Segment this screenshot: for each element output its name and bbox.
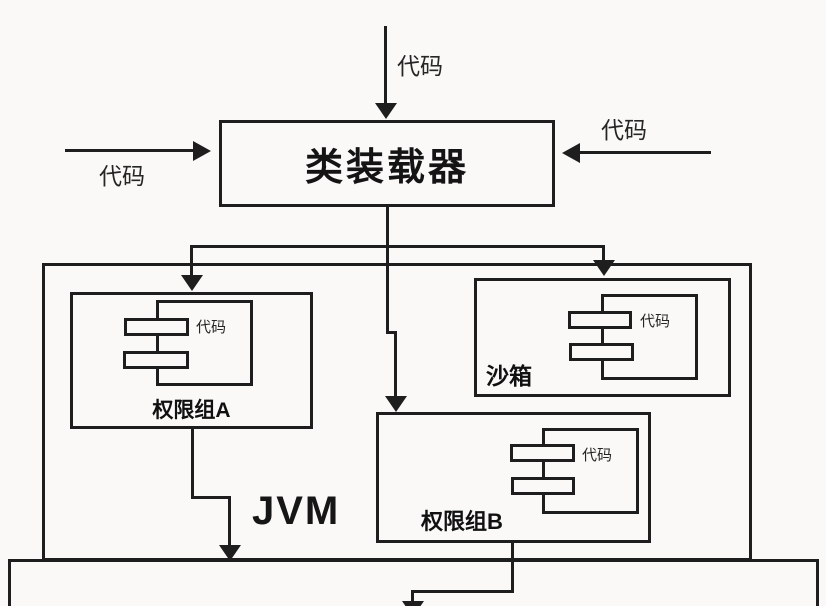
permission-group-b-title: 权限组B bbox=[421, 509, 503, 534]
jvm-title: JVM bbox=[252, 489, 341, 533]
branch-to-group-a-line bbox=[190, 245, 193, 277]
permission-group-b-box: 代码 权限组B bbox=[376, 412, 651, 543]
class-loader-title: 类装载器 bbox=[304, 147, 469, 189]
group-b-output-jog bbox=[411, 590, 514, 593]
right-code-arrow-line bbox=[580, 151, 711, 154]
branch-line bbox=[190, 245, 605, 248]
permission-group-a-title: 权限组A bbox=[152, 399, 231, 422]
component-bar-icon bbox=[510, 444, 575, 462]
sandbox-title: 沙箱 bbox=[486, 363, 532, 389]
component-bar-icon bbox=[123, 351, 189, 369]
component-bar-icon bbox=[124, 318, 189, 336]
class-loader-box: 类装载器 bbox=[219, 120, 555, 207]
group-a-output-line-2 bbox=[228, 496, 231, 548]
component-bar-icon bbox=[511, 477, 575, 495]
sandbox-component-label: 代码 bbox=[640, 313, 671, 330]
component-icon bbox=[542, 428, 639, 514]
group-a-output-jog bbox=[191, 496, 231, 499]
right-code-arrowhead-icon bbox=[562, 143, 580, 163]
group-a-component-label: 代码 bbox=[196, 319, 227, 336]
top-code-label: 代码 bbox=[397, 53, 443, 79]
component-bar-icon bbox=[569, 343, 634, 361]
component-icon bbox=[156, 300, 253, 386]
group-b-arrowhead-icon bbox=[385, 396, 407, 412]
left-code-arrow-line bbox=[65, 149, 195, 152]
branch-to-group-b-line-2 bbox=[394, 331, 397, 399]
group-a-output-arrowhead-icon bbox=[219, 545, 241, 561]
left-code-arrowhead-icon bbox=[193, 141, 211, 161]
classloader-output-line bbox=[386, 205, 389, 248]
left-code-label: 代码 bbox=[99, 163, 145, 189]
group-b-output-line-2 bbox=[411, 590, 414, 604]
branch-to-group-b-line-1 bbox=[386, 245, 389, 334]
right-code-label: 代码 bbox=[601, 117, 647, 143]
top-code-arrowhead-icon bbox=[375, 103, 397, 119]
group-b-output-line-1 bbox=[511, 543, 514, 593]
branch-to-sandbox-line bbox=[602, 245, 605, 262]
group-b-component-label: 代码 bbox=[582, 447, 613, 464]
top-code-arrow-line bbox=[384, 26, 387, 106]
group-b-output-arrowhead-icon bbox=[402, 601, 424, 606]
group-a-output-line-1 bbox=[191, 428, 194, 499]
component-bar-icon bbox=[568, 311, 632, 329]
group-a-arrowhead-icon bbox=[181, 275, 203, 291]
permission-group-a-box: 代码 权限组A bbox=[70, 292, 313, 429]
component-icon bbox=[601, 294, 698, 380]
sandbox-arrowhead-icon bbox=[593, 260, 615, 276]
sandbox-box: 代码 沙箱 bbox=[474, 278, 731, 397]
branch-to-group-b-jog bbox=[386, 331, 397, 334]
